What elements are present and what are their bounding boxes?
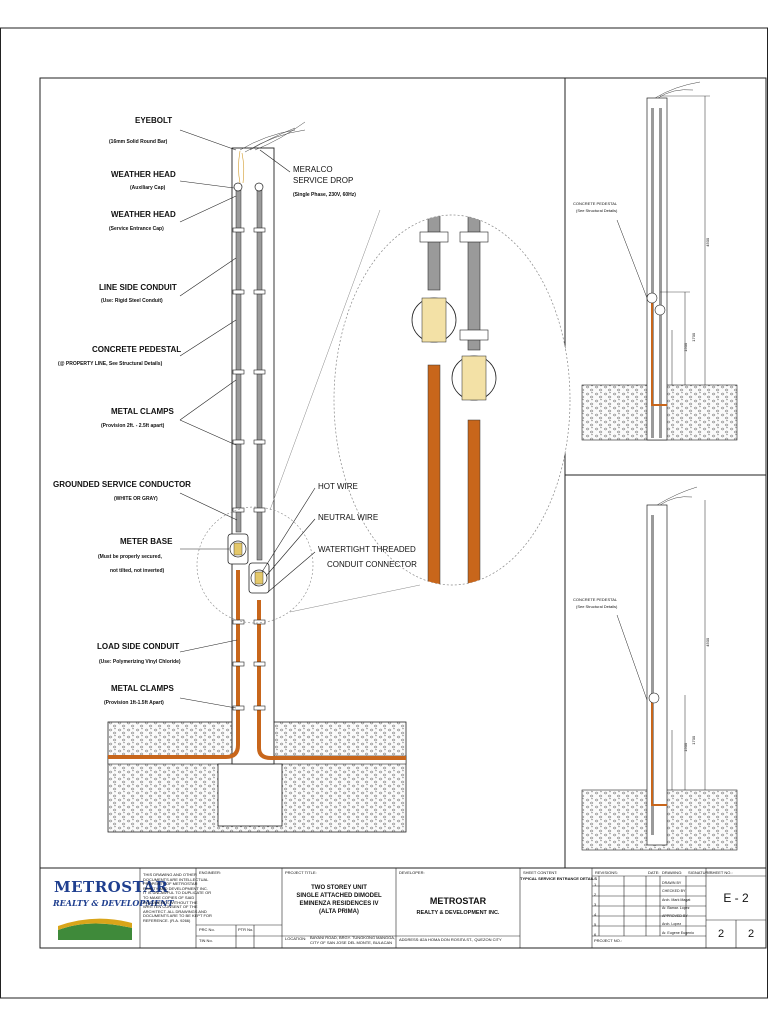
side-view-bottom xyxy=(581,486,738,851)
metal-clamps-2-label: METAL CLAMPS xyxy=(111,684,174,693)
drawing-frame xyxy=(39,77,767,949)
logo-tagline: REALTY & DEVELOPMENT xyxy=(53,898,174,908)
clamps-main xyxy=(232,227,266,711)
load-side-conduit-label: LOAD SIDE CONDUIT xyxy=(97,642,180,651)
dim-bot-mid: 1500 xyxy=(683,742,689,752)
revisions-label: REVISIONS: xyxy=(595,870,618,875)
tin-label: TIN No. xyxy=(199,938,213,943)
developer-subtitle: REALTY & DEVELOPMENT INC. xyxy=(416,910,500,916)
drawing-label: DRAWING: xyxy=(662,870,683,875)
load-side-conduit-1 xyxy=(108,570,240,759)
weather-head-2-label: WEATHER HEAD xyxy=(111,210,176,219)
date-label: DATE: xyxy=(648,870,660,875)
zoom-detail-bubble xyxy=(333,214,571,586)
metal-clamps-1-note: (Provision 2ft. - 2.5ft apart) xyxy=(101,423,165,429)
metrostar-logo xyxy=(58,918,132,940)
neutral-wire-label: NEUTRAL WIRE xyxy=(318,513,379,522)
location-label: LOCATION: xyxy=(285,936,307,941)
metal-clamps-2-note: (Provision 1ft-1.5ft Apart) xyxy=(104,700,164,706)
grounded-service-conductor-note: (WHITE OR GRAY) xyxy=(114,496,158,502)
dim-bot-tall: 4500 xyxy=(705,637,711,647)
prc-label: PRC No. xyxy=(199,927,215,932)
project-no-label: PROJECT NO.: xyxy=(594,938,622,943)
side-pedestal-1-note: (See Structural Details) xyxy=(576,208,618,213)
service-drop-label: SERVICE DROP xyxy=(293,176,354,185)
ptr-label: PTR No. xyxy=(238,927,254,932)
developer-label: DEVELOPER: xyxy=(399,870,425,875)
grounded-service-conductor-label: GROUNDED SERVICE CONDUCTOR xyxy=(53,480,191,489)
side-pedestal-1-label: CONCRETE PEDESTAL xyxy=(573,201,618,206)
location-value: BAYANI ROAD, BRGY. TUNGKONG MANGGA, CITY… xyxy=(310,935,396,945)
line-side-conduit-note: (Use: Rigid Steel Conduit) xyxy=(101,298,163,304)
line-side-conduit-2 xyxy=(256,189,263,561)
watertight-connector-label-1: WATERTIGHT THREADED xyxy=(318,545,416,554)
side-pedestal-2-note: (See Structural Details) xyxy=(576,604,618,609)
engineer-label: ENGINEER: xyxy=(199,870,222,875)
eyebolt-note: (16mm Solid Round Bar) xyxy=(109,139,168,145)
eyebolt-label: EYEBOLT xyxy=(135,116,173,125)
sheet-no-label: SHEET NO.: xyxy=(710,870,733,875)
meter-base-label: METER BASE xyxy=(120,537,173,546)
meralco-note: (Single Phase, 230V, 60Hz) xyxy=(293,192,356,198)
load-side-conduit-2 xyxy=(257,600,406,760)
sheet-content-label: SHEET CONTENT: xyxy=(523,870,558,875)
concrete-pedestal-label: CONCRETE PEDESTAL xyxy=(92,345,182,354)
dim-top-tall: 4500 xyxy=(705,237,711,247)
dim-bot-low: 1700 xyxy=(691,735,697,745)
signature-label: SIGNATURE: xyxy=(688,870,713,875)
project-title-label: PROJECT TITLE: xyxy=(285,870,317,875)
meter-base-note-1: (Must be properly secured, xyxy=(98,554,162,560)
meralco-label: MERALCO xyxy=(293,165,333,174)
detail-callout-circle xyxy=(196,506,314,624)
line-side-conduit-1 xyxy=(235,189,242,533)
logo-wordmark: METROSTAR xyxy=(54,878,169,896)
developer-name: METROSTAR xyxy=(429,896,487,906)
side-pedestal-2-label: CONCRETE PEDESTAL xyxy=(573,597,618,602)
address-value: 82A HOMA DON ROSITA ST., QUEZON CITY xyxy=(420,937,502,942)
hot-wire-label: HOT WIRE xyxy=(318,482,358,491)
address-label: ADDRESS: xyxy=(399,937,420,942)
meter-base-note-2: not tilted, not inverted) xyxy=(110,568,165,574)
sheet-content-value: TYPICAL SERVICE ENTRANCE DETAILS xyxy=(520,876,597,881)
weather-head-2-note: (Service Entrance Cap) xyxy=(109,226,164,232)
page-total: 2 xyxy=(747,928,755,940)
revision-numbers: 1 2 3 4 5 6 xyxy=(594,882,597,937)
side-view-top xyxy=(581,81,738,441)
dim-top-low: 1700 xyxy=(691,332,697,342)
load-side-conduit-note: (Use: Polymerizing Vinyl Chloride) xyxy=(99,659,181,665)
weather-head-1-note: (Auxiliary Cap) xyxy=(130,185,166,191)
leader-lines xyxy=(179,129,316,709)
disclaimer-text: THIS DRAWING AND OTHER DOCUMENTS ARE INT… xyxy=(143,872,212,923)
weather-head-1-label: WEATHER HEAD xyxy=(111,170,176,179)
meter-base-1 xyxy=(227,533,249,565)
concrete-pedestal-note: (@ PROPERTY LINE, See Structural Details… xyxy=(58,361,163,367)
dim-top-mid: 1500 xyxy=(683,342,689,352)
page-current: 2 xyxy=(717,928,725,940)
staff-list: DRAWN BY CHECKED BY Arch. Mark Magat Ar.… xyxy=(662,881,694,935)
metal-clamps-1-label: METAL CLAMPS xyxy=(111,407,174,416)
watertight-connector-label-2: CONDUIT CONNECTOR xyxy=(327,560,417,569)
meter-base-2 xyxy=(248,562,270,594)
project-title: TWO STOREY UNIT SINGLE ATTACHED DIMODEL … xyxy=(296,885,382,916)
title-block-grid xyxy=(139,868,766,948)
sheet-number: E - 2 xyxy=(723,891,749,905)
pedestal-footing xyxy=(217,763,283,827)
line-side-conduit-label: LINE SIDE CONDUIT xyxy=(99,283,177,292)
